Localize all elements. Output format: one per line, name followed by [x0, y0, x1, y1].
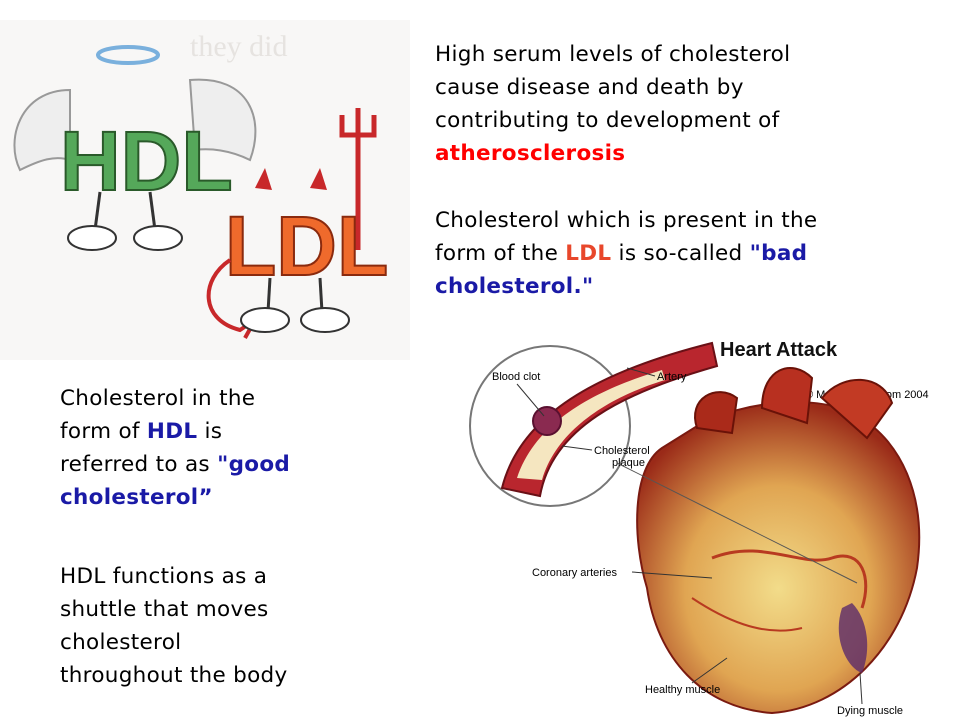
halo-icon — [96, 45, 160, 65]
hdl-line-2-c: is — [197, 419, 223, 444]
bad-term: "bad — [749, 241, 808, 266]
heart-attack-figure: Heart Attack © MedicineNet.com 2004 Bloo… — [462, 328, 942, 720]
ldl-term: LDL — [565, 241, 612, 266]
good-term: "good — [217, 452, 291, 477]
hdl-ldl-cartoon: they did HDL LDL — [0, 20, 410, 360]
shuttle-line-4: throughout the body — [60, 663, 288, 688]
shuttle-line-1: HDL functions as a — [60, 564, 268, 589]
shuttle-line-3: cholesterol — [60, 630, 182, 655]
hdl-term: HDL — [146, 419, 198, 444]
dying-muscle-area — [838, 603, 868, 673]
bad-cholesterol-term: cholesterol." — [435, 274, 594, 299]
label-dying-muscle: Dying muscle — [837, 705, 903, 717]
intro-paragraph: High serum levels of cholesterol cause d… — [435, 38, 790, 170]
right-wing-icon — [188, 78, 257, 162]
heart-icon — [636, 401, 921, 715]
ldl-cartoon-letters: LDL — [225, 199, 388, 293]
label-artery: Artery — [657, 371, 687, 383]
good-cholesterol-term: cholesterol” — [60, 485, 213, 510]
intro-line-1: High serum levels of cholesterol — [435, 42, 791, 67]
blood-clot-icon — [532, 406, 562, 436]
shoe-icon — [300, 307, 350, 333]
hdl-line-2: form of HDL is — [60, 415, 290, 448]
hdl-line-2-a: form of — [60, 419, 147, 444]
shuttle-paragraph: HDL functions as a shuttle that moves ch… — [60, 560, 288, 692]
label-cholesterol-plaque-1: Cholesterol — [594, 445, 650, 457]
tail-icon — [206, 258, 257, 339]
ldl-line-2: form of the LDL is so-called "bad — [435, 237, 817, 270]
label-blood-clot: Blood clot — [492, 371, 540, 383]
ldl-paragraph: Cholesterol which is present in the form… — [435, 204, 817, 303]
shoe-icon — [133, 225, 183, 251]
hdl-line-1: Cholesterol in the — [60, 386, 256, 411]
label-coronary-arteries: Coronary arteries — [532, 567, 617, 579]
shoe-icon — [67, 225, 117, 251]
hdl-line-3: referred to as "good — [60, 448, 290, 481]
hdl-cartoon-letters: HDL — [60, 114, 233, 208]
pitchfork-icon — [339, 108, 377, 138]
shuttle-line-2: shuttle that moves — [60, 597, 269, 622]
ldl-line-2-a: form of the — [435, 241, 566, 266]
cartoon-faded-caption: they did — [190, 30, 288, 63]
ldl-line-1: Cholesterol which is present in the — [435, 208, 818, 233]
label-healthy-muscle: Healthy muscle — [645, 684, 720, 696]
horns-icon — [255, 168, 327, 190]
hdl-line-3-a: referred to as — [60, 452, 218, 477]
intro-line-3: contributing to development of — [435, 108, 780, 133]
atherosclerosis-term: atherosclerosis — [435, 141, 626, 166]
figure-title: Heart Attack — [720, 339, 838, 361]
intro-line-2: cause disease and death by — [435, 75, 744, 100]
left-wing-icon — [13, 88, 71, 172]
label-cholesterol-plaque-2: plaque — [612, 457, 645, 469]
hdl-paragraph: Cholesterol in the form of HDL is referr… — [60, 382, 290, 514]
ldl-line-2-c: is so-called — [611, 241, 750, 266]
shoe-icon — [240, 307, 290, 333]
